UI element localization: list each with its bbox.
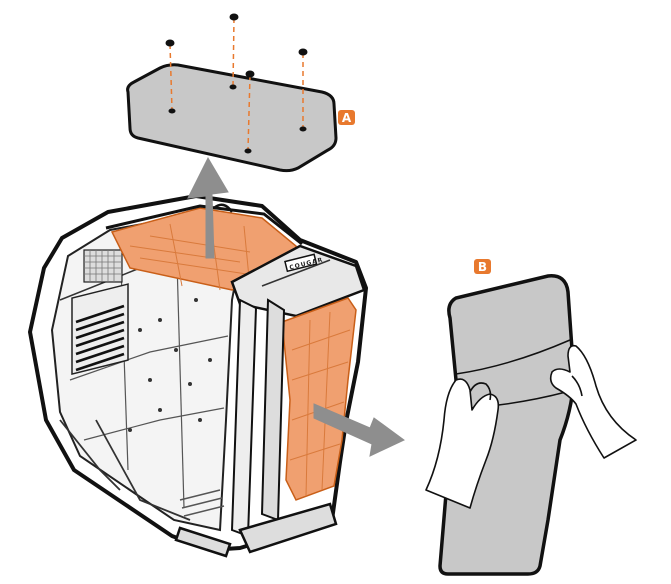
- label-a-text: A: [342, 111, 352, 125]
- arrow-up-icon: [187, 156, 229, 259]
- screw-icon: [165, 39, 175, 47]
- right-hand: [549, 344, 637, 459]
- screw-icon: [245, 70, 255, 78]
- front-filter-area: [281, 297, 357, 501]
- expansion-slots: [71, 283, 129, 375]
- pc-case: COUGAR: [28, 194, 368, 558]
- fan-grill: [83, 249, 123, 283]
- label-b-badge: B: [474, 259, 491, 274]
- arrow-right-icon: [313, 403, 405, 457]
- left-hand: [425, 378, 500, 509]
- label-b-text: B: [478, 260, 487, 274]
- filter-screws: [165, 13, 308, 154]
- screw-icon: [229, 13, 239, 21]
- screw-icon: [298, 48, 308, 56]
- top-dust-filter: [126, 63, 338, 173]
- label-a-badge: A: [338, 110, 355, 125]
